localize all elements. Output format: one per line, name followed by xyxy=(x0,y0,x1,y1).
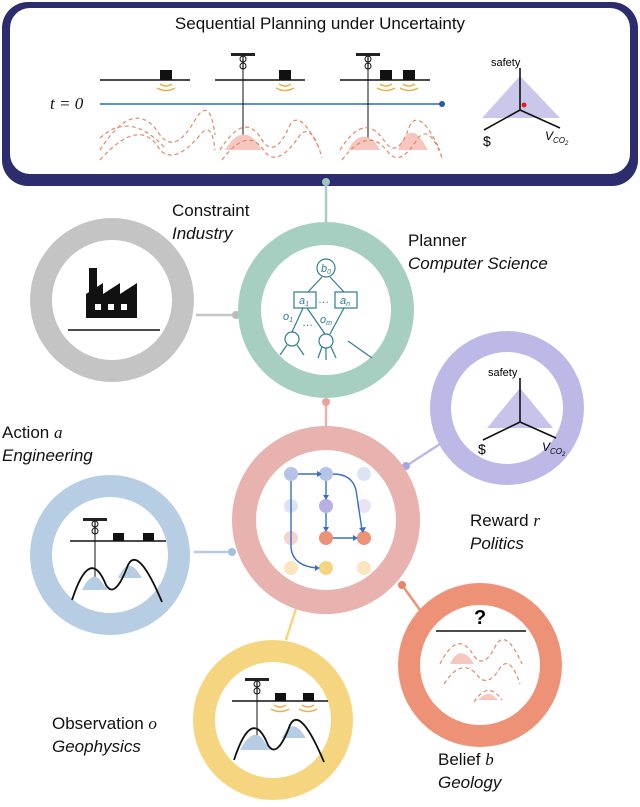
tree-root-label: b0 xyxy=(321,263,331,276)
reward-node: safety $ VCO2 xyxy=(430,331,584,485)
reward-label: Reward r Politics xyxy=(470,509,540,555)
observation-label: Observation o Geophysics xyxy=(52,712,157,758)
tree-an-label: an xyxy=(340,295,350,308)
header-axis-left: $ xyxy=(483,133,491,149)
constraint-name: Constraint xyxy=(172,201,250,220)
reward-discipline: Politics xyxy=(470,534,524,553)
tree-a1-label: a1 xyxy=(299,295,309,308)
header-tradeoff-axes: safety $ VCO2 xyxy=(482,57,569,149)
observation-name: Observation xyxy=(52,714,144,733)
observation-node xyxy=(193,640,353,800)
planner-label: Planner Computer Science xyxy=(408,229,548,275)
planner-node: b0 a1 an … o1 om … xyxy=(238,222,414,398)
tree-om-label: om xyxy=(320,314,332,327)
action-label: Action a Engineering xyxy=(2,421,93,467)
belief-symbol: b xyxy=(485,750,494,769)
time-label: t = 0 xyxy=(50,94,84,113)
stage-3 xyxy=(339,52,443,161)
constraint-node xyxy=(30,218,194,382)
action-node xyxy=(30,475,190,635)
factory-icon xyxy=(68,268,160,331)
belief-node: ? xyxy=(398,583,562,747)
header-axis-top: safety xyxy=(491,57,521,69)
belief-discipline: Geology xyxy=(438,773,502,792)
center-node xyxy=(232,426,420,614)
tree-a-dots: … xyxy=(318,294,329,306)
search-tree xyxy=(279,258,373,360)
reward-symbol: r xyxy=(533,511,540,530)
observation-symbol: o xyxy=(148,714,157,733)
constraint-label: Constraint Industry xyxy=(172,199,249,245)
reward-axis-left: $ xyxy=(478,441,486,457)
action-name: Action xyxy=(2,423,50,442)
observation-discipline: Geophysics xyxy=(52,737,141,756)
influence-graph xyxy=(284,467,371,575)
planner-name: Planner xyxy=(408,231,467,250)
tree-o-dots: … xyxy=(302,317,313,329)
header-panel xyxy=(2,2,638,186)
page-title: Sequential Planning under Uncertainty xyxy=(174,14,466,33)
action-well-illustration xyxy=(70,517,166,603)
reward-name: Reward xyxy=(470,511,529,530)
reward-tradeoff-axes: safety $ VCO2 xyxy=(478,367,566,458)
belief-label: Belief b Geology xyxy=(438,748,501,794)
belief-illustration: ? xyxy=(436,607,526,703)
action-discipline: Engineering xyxy=(2,446,93,465)
reward-axis-top: safety xyxy=(488,367,518,379)
stage-1 xyxy=(99,70,216,161)
constraint-discipline: Industry xyxy=(172,224,233,243)
belief-name: Belief xyxy=(438,750,481,769)
reward-axis-right: VCO2 xyxy=(542,440,566,458)
header-axis-right: VCO2 xyxy=(545,129,569,147)
planner-discipline: Computer Science xyxy=(408,254,548,273)
action-symbol: a xyxy=(53,423,63,442)
tree-o1-label: o1 xyxy=(283,311,293,324)
observation-survey-illustration xyxy=(232,677,328,763)
stage-2 xyxy=(215,52,323,161)
belief-question-mark: ? xyxy=(474,607,486,629)
